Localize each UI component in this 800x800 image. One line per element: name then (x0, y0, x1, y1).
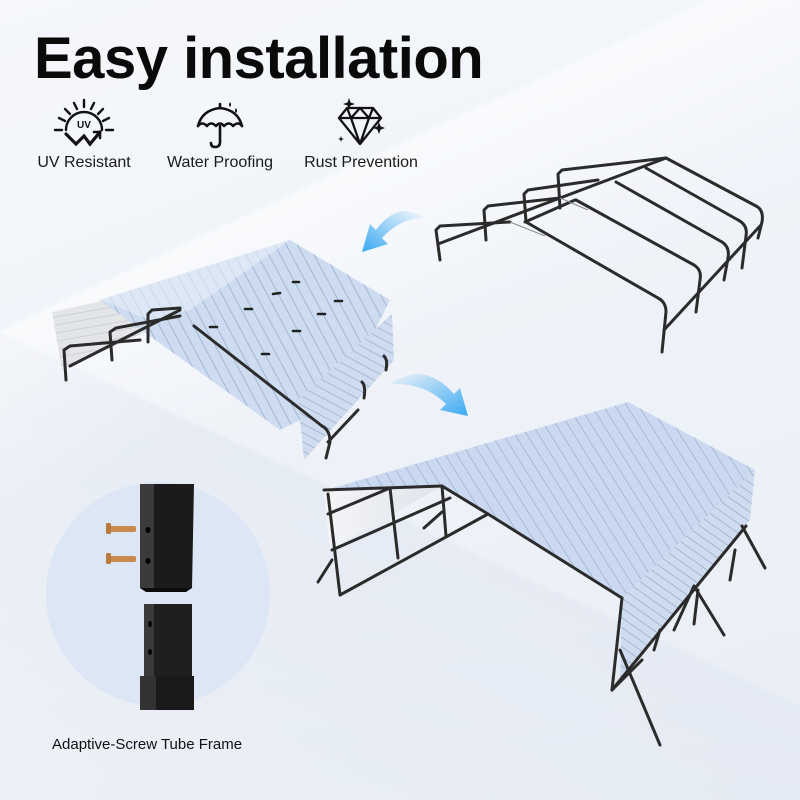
finished-carport-illustration (316, 402, 767, 747)
panel-installation-illustration (52, 240, 394, 460)
arrow-step-1-icon (362, 211, 424, 252)
upper-tube (140, 484, 194, 592)
feature-label: UV Resistant (37, 154, 131, 171)
lower-tube (140, 604, 194, 710)
feature-water-proofing: Water Proofing (164, 98, 276, 172)
feature-rust-prevention: Rust Prevention (300, 98, 422, 172)
screw-icon (106, 523, 136, 564)
page-title: Easy installation (34, 26, 484, 91)
detail-caption: Adaptive-Screw Tube Frame (52, 736, 243, 753)
feature-label: Rust Prevention (304, 154, 418, 171)
bare-frame-illustration (434, 156, 764, 354)
feature-uv-resistant: UV UV Resistant (34, 98, 134, 172)
detail-circle (46, 482, 270, 706)
svg-text:UV: UV (77, 120, 91, 131)
umbrella-rain-icon (196, 102, 244, 149)
feature-label: Water Proofing (166, 154, 274, 171)
uv-sun-icon: UV (53, 98, 115, 147)
arrow-step-2-icon (390, 374, 468, 416)
diamond-sparkle-icon (337, 98, 385, 146)
feature-list: UV UV Resistant Water Proofing (20, 98, 440, 188)
tube-connection-detail (46, 482, 270, 710)
